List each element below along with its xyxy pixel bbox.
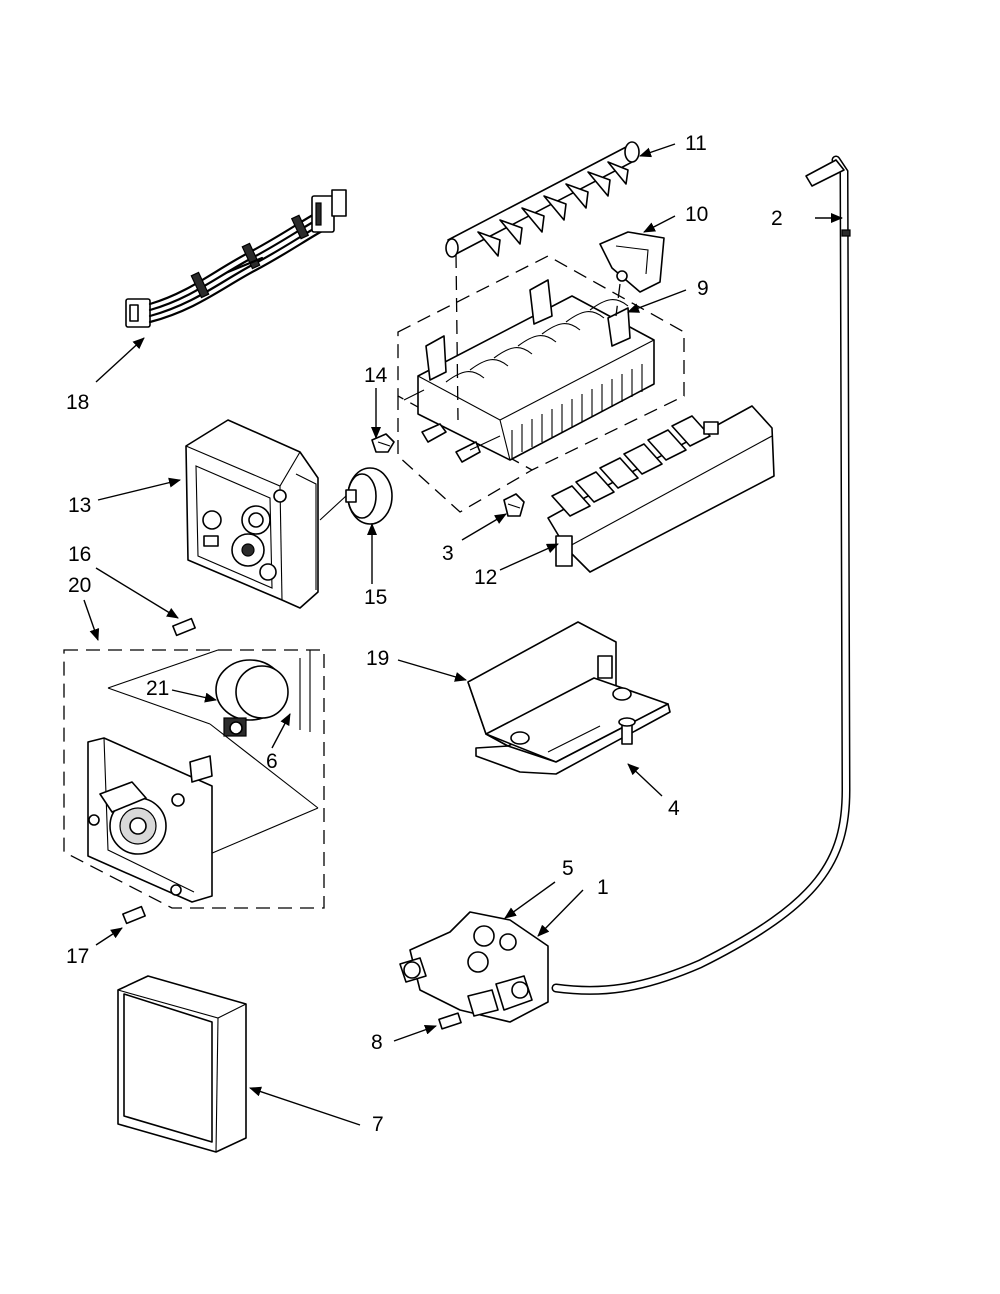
valve-screw-part [438,1012,462,1030]
cover-frame-part [117,975,247,1153]
callout-15: 15 [364,586,387,609]
icemaker-control-assembly [63,649,325,909]
ejector-part [445,141,640,421]
water-tube-part [551,155,851,995]
callout-13: 13 [68,494,91,517]
water-valve-part [399,911,549,1023]
thermostat-part [319,467,393,525]
mold-heater-part [397,255,685,513]
callout-1: 1 [597,876,609,899]
callout-7: 7 [372,1113,384,1136]
callout-12: 12 [474,566,497,589]
mounting-clip-part [503,493,525,517]
callout-5: 5 [562,857,574,880]
callout-19: 19 [366,647,389,670]
callout-18: 18 [66,391,89,414]
icemaker-cover-part [467,621,671,775]
callout-9: 9 [697,277,709,300]
callout-8: 8 [371,1031,383,1054]
callout-labels: 1 2 3 4 5 6 7 8 9 10 11 12 13 14 15 16 1… [66,132,783,1136]
callout-10: 10 [685,203,708,226]
callout-4: 4 [668,797,680,820]
housing-screw-part [172,617,196,637]
motor-part [215,650,311,737]
mold-cover-part [599,231,665,317]
callout-14: 14 [364,364,388,387]
callout-2: 2 [771,207,783,230]
callout-3: 3 [442,542,454,565]
callout-20: 20 [68,574,91,597]
callout-21: 21 [146,677,169,700]
screw-part [618,717,636,745]
ice-stripper-part [547,405,775,573]
icemaker-housing-part [185,419,319,609]
wire-harness-part [125,189,347,328]
callout-11: 11 [685,132,707,155]
callout-6: 6 [266,750,278,773]
callout-17: 17 [66,945,89,968]
leader-lines [83,143,843,1126]
callout-16: 16 [68,543,91,566]
control-screw-part [122,905,146,925]
